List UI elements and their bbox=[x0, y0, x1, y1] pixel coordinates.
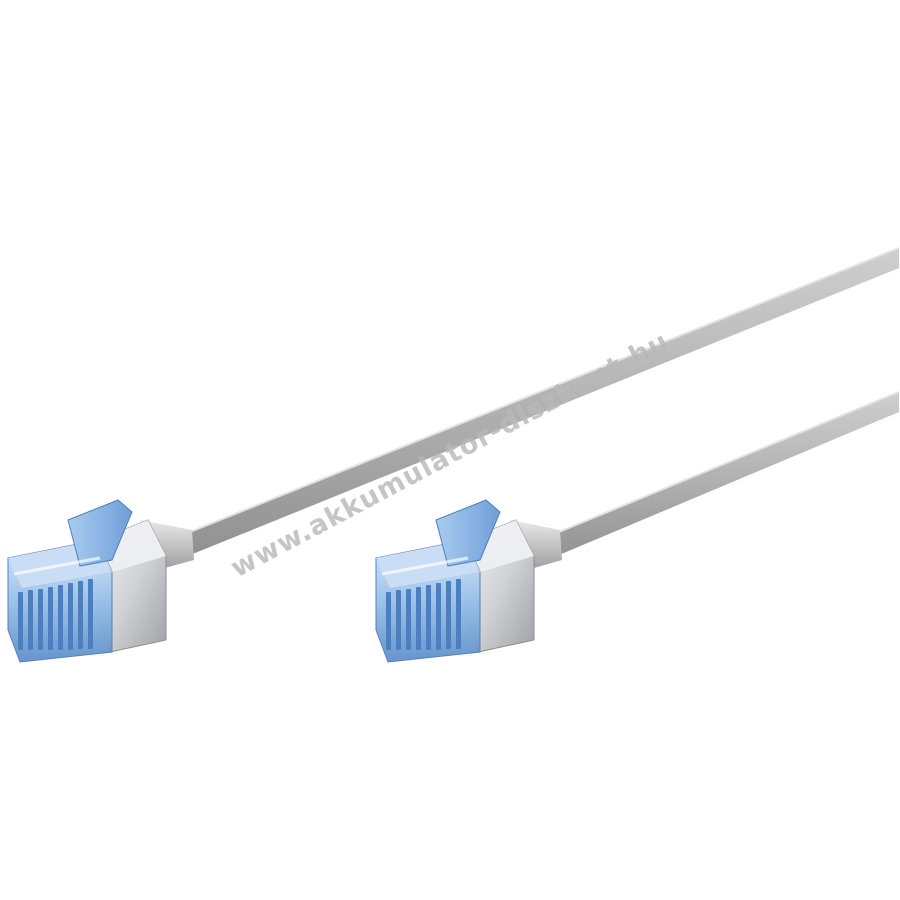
rj45-connector-right bbox=[375, 499, 562, 663]
cable-left bbox=[149, 247, 900, 568]
rj45-connector-left bbox=[7, 499, 194, 663]
cable-right bbox=[519, 391, 900, 568]
